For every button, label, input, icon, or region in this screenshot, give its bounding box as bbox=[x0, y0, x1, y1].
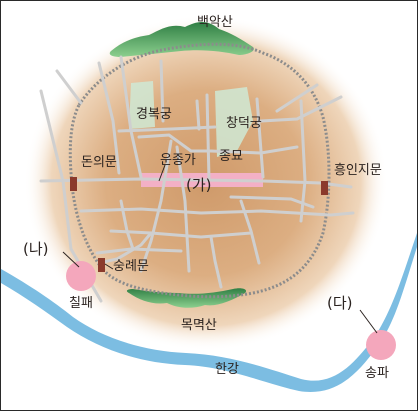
label-changdeokgung: 창덕궁 bbox=[226, 116, 262, 131]
mongmyeoksan-mountain bbox=[126, 288, 247, 308]
label-heunginjimun: 흥인지문 bbox=[334, 163, 382, 178]
label-gyeongbokgung: 경복궁 bbox=[136, 107, 172, 122]
label-chilpae: 칠패 bbox=[69, 296, 93, 311]
label-hangang: 한강 bbox=[215, 362, 239, 377]
songpa-market bbox=[366, 330, 396, 360]
sungnyemun-gate bbox=[98, 258, 105, 272]
label-songpa: 송파 bbox=[365, 366, 389, 381]
label-ga: (가) bbox=[186, 176, 212, 194]
heunginjimun-gate bbox=[321, 181, 328, 195]
label-sungnyemun: 숭례문 bbox=[113, 259, 149, 274]
baegaksan-mountain bbox=[109, 22, 254, 57]
changdeokgung-area bbox=[215, 87, 253, 157]
label-mongmyeoksan: 목멱산 bbox=[181, 318, 217, 333]
label-da: (다) bbox=[327, 294, 353, 312]
label-baegaksan: 백악산 bbox=[197, 15, 233, 30]
donuimun-gate bbox=[70, 177, 77, 191]
han-river bbox=[1, 233, 417, 392]
city-wall bbox=[68, 42, 331, 299]
leader-lines bbox=[62, 164, 378, 334]
label-na: (나) bbox=[23, 240, 49, 258]
label-unjongga: 운종가 bbox=[160, 153, 196, 168]
label-jongmyo: 종묘 bbox=[219, 149, 243, 164]
chilpae-market bbox=[66, 261, 96, 291]
label-donuimun: 돈의문 bbox=[81, 155, 117, 170]
gyeongbokgung-area bbox=[129, 81, 155, 129]
